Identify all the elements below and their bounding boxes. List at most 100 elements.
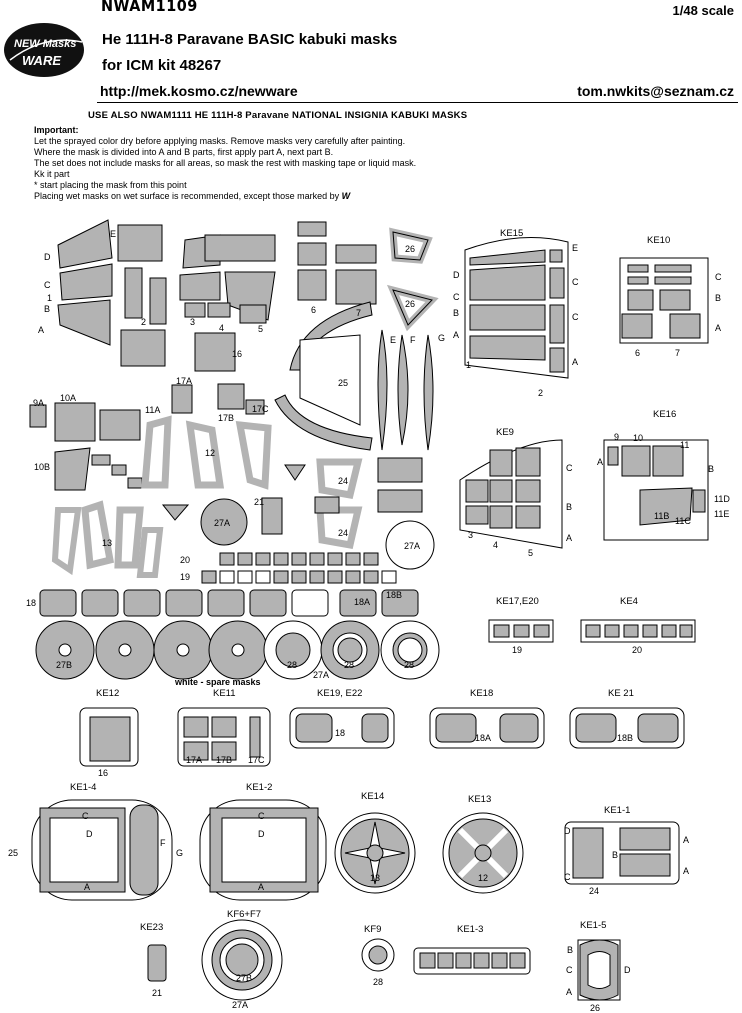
mask-piece: [297, 221, 327, 237]
part-number: 7: [675, 348, 681, 358]
mask-piece: [261, 497, 283, 535]
instruction-line: Let the sprayed color dry before applyin…: [34, 136, 406, 146]
part-number: 11: [680, 440, 690, 450]
part-letter: A: [84, 882, 91, 892]
part-letter: F: [410, 335, 416, 345]
product-title: He 111H-8 Paravane BASIC kabuki masks: [102, 31, 398, 48]
newware-logo: NEW Masks WARE: [4, 23, 84, 77]
mask-piece: [54, 402, 96, 442]
mask-piece: [120, 329, 166, 367]
mask-piece: [127, 477, 143, 489]
mask-piece: [91, 454, 111, 466]
part-number: 1: [466, 360, 472, 370]
email-link[interactable]: tom.nwkits@seznam.cz: [577, 83, 734, 99]
mask-piece: [297, 269, 327, 301]
part-letter: A: [566, 987, 573, 997]
part-letter: D: [564, 826, 571, 836]
instruction-line: Placing wet masks on wet surface is reco…: [34, 191, 351, 201]
part-number: 1: [47, 293, 53, 303]
part-letter: B: [566, 502, 573, 512]
part-letter: E: [572, 243, 579, 253]
mask-piece: [171, 384, 193, 414]
part-letter: B: [567, 945, 574, 955]
part-letter: A: [597, 457, 604, 467]
part-number: 18: [26, 598, 37, 608]
part-letter: B: [453, 308, 460, 318]
part-number: 18A: [354, 597, 371, 607]
part-number: 18: [335, 728, 346, 738]
set-label: KE1-1: [604, 805, 631, 816]
mask-piece: [200, 498, 248, 546]
part-number: 17C: [248, 755, 265, 765]
part-letter: D: [453, 270, 460, 280]
part-number: 13: [370, 873, 381, 883]
part-number: 27B: [56, 660, 73, 670]
logo-line1: NEW Masks: [14, 38, 76, 50]
part-number: 12: [205, 448, 216, 458]
part-letter: A: [566, 533, 573, 543]
part-letter: C: [566, 463, 573, 473]
set-label: KE14: [361, 791, 385, 802]
part-letter: C: [258, 811, 265, 821]
insignia-notice: USE ALSO NWAM1111 HE 111H-8 Paravane NAT…: [88, 110, 468, 121]
part-number: 19: [512, 645, 523, 655]
set-label: KF9: [364, 924, 382, 935]
part-letter: B: [708, 464, 715, 474]
part-number: 16: [232, 349, 243, 359]
part-number: 24: [338, 476, 349, 486]
website-link[interactable]: http://mek.kosmo.cz/newware: [100, 83, 298, 99]
part-letter: A: [715, 323, 722, 333]
part-letter: E: [110, 229, 117, 239]
instructions: Important: Let the sprayed color dry bef…: [34, 125, 514, 202]
set-label: KE19, E22: [317, 688, 363, 699]
part-letter: A: [683, 835, 690, 845]
set-label: KE11: [213, 688, 236, 699]
part-number: 24: [589, 886, 600, 896]
part-letter: A: [38, 325, 45, 335]
part-number: 5: [258, 324, 264, 334]
header-divider: [97, 102, 738, 103]
part-number: 28: [373, 977, 384, 987]
part-number: 9: [614, 432, 620, 442]
part-number: 27A: [214, 518, 231, 528]
part-number: 28: [287, 660, 298, 670]
part-number: 26: [405, 244, 416, 254]
part-number: 24: [338, 528, 349, 538]
mask-piece: [57, 299, 111, 346]
instruction-line: Kk it part: [34, 169, 70, 179]
mask-piece: [245, 399, 265, 415]
part-number: 7: [356, 308, 362, 318]
part-letter: D: [624, 965, 631, 975]
instruction-line: Where the mask is divided into A and B p…: [34, 147, 334, 157]
set-label: KE18: [470, 688, 494, 699]
part-number: 11B: [654, 511, 670, 521]
part-number: 27A: [232, 1000, 249, 1010]
mask-piece: [335, 244, 377, 264]
mask-piece: [117, 224, 163, 262]
mask-piece: [385, 520, 435, 570]
set-label: KE1-4: [70, 782, 97, 793]
part-letter: C: [453, 292, 460, 302]
mask-piece: [99, 409, 141, 441]
part-number: 26: [405, 299, 416, 309]
mask-piece: [124, 267, 143, 319]
part-letter: C: [715, 272, 722, 282]
instruction-line: The set does not include masks for all a…: [34, 158, 417, 168]
part-number: 17A: [176, 376, 193, 386]
mask-piece: [423, 334, 434, 451]
part-number: 17B: [216, 755, 233, 765]
part-letter: G: [176, 848, 184, 858]
mask-piece: [377, 489, 423, 513]
part-number: 28: [344, 660, 355, 670]
set-label: KE4: [620, 596, 638, 607]
set-label: KE9: [496, 427, 514, 438]
part-letter: A: [258, 882, 265, 892]
part-letter: D: [258, 829, 265, 839]
part-number: 18A: [475, 733, 492, 743]
part-number: 2: [141, 317, 147, 327]
part-number: 3: [468, 530, 474, 540]
part-number: 16: [98, 768, 109, 778]
part-number: 18B: [386, 590, 403, 600]
mask-piece: [274, 394, 373, 451]
set-label: KE16: [653, 409, 677, 420]
